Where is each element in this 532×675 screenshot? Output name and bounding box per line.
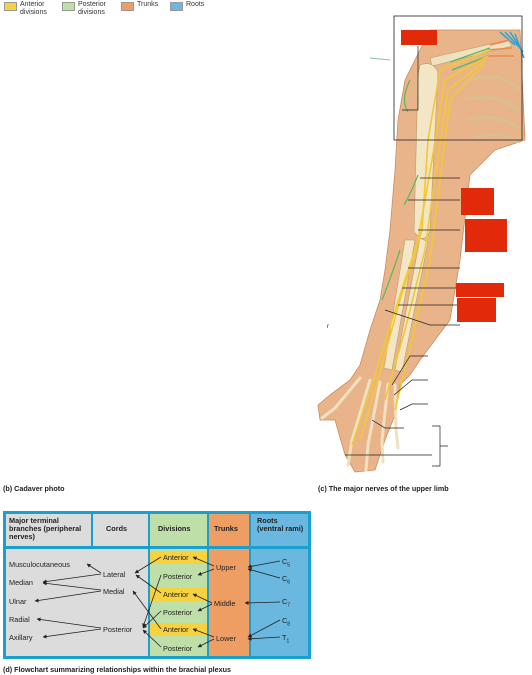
header-cell-divisions	[150, 514, 207, 546]
inset-pointer-line	[369, 57, 391, 61]
cord-medial: Medial	[103, 587, 125, 596]
arrow-anterior1-lateral	[134, 556, 162, 574]
division-anterior-bg-2	[150, 588, 207, 601]
legend-item-roots: Roots	[170, 1, 210, 19]
legend-item-trunks: Trunks	[121, 1, 161, 19]
legend-swatch-anterior	[4, 2, 17, 11]
legend-label-anterior: Anterior divisions	[20, 1, 47, 16]
flowchart-arrows	[34, 556, 281, 648]
caption-d: (d) Flowchart summarizing relationships …	[3, 665, 232, 674]
caption-c: (c) The major nerves of the upper limb	[318, 484, 449, 493]
arrow-posterior-axillary	[42, 628, 102, 639]
legend-swatch-trunks	[121, 2, 134, 11]
header-roots-label: Roots (ventral rami)	[257, 516, 304, 533]
arrow-lower-posterior	[197, 638, 215, 648]
hidden-label-box-2	[461, 188, 494, 215]
arrow-medial-median	[42, 581, 102, 591]
arrow-c5-upper	[247, 560, 281, 569]
arrow-upper-anterior	[192, 556, 215, 567]
header-divisions-label: Divisions	[158, 524, 191, 533]
arrow-c6-upper	[247, 568, 281, 579]
header-cell-trunks	[209, 514, 249, 546]
trunk-lower: Lower	[216, 634, 236, 643]
plexus-inset-frame	[393, 15, 523, 141]
trunk-upper: Upper	[216, 563, 236, 572]
arrow-lower-anterior	[192, 628, 215, 638]
division-anterior-bg-3	[150, 623, 207, 636]
arrow-anterior2-lateral	[135, 574, 162, 594]
arrow-posterior-radial	[36, 617, 102, 629]
header-cell-cords	[93, 514, 148, 546]
clavicle-bone	[429, 39, 513, 67]
root-c6: C6	[282, 574, 291, 586]
arm-letter-label: r	[327, 324, 329, 330]
root-t1: T1	[282, 633, 290, 645]
terminal-branch-median: Median	[9, 578, 33, 587]
division-anterior-2: Anterior	[163, 590, 189, 599]
leader-lines	[345, 46, 460, 467]
arrow-posterior3-posterior	[142, 629, 162, 648]
header-cell-roots	[251, 514, 308, 546]
upper-limb-illustration	[317, 15, 526, 473]
root-c8: C8	[282, 616, 291, 628]
hidden-label-box-1	[401, 30, 437, 45]
body-trunks	[209, 549, 249, 656]
legend-label-posterior: Posterior divisions	[78, 1, 107, 16]
arrow-posterior1-posterior	[142, 574, 162, 628]
division-posterior-1: Posterior	[163, 572, 193, 581]
header-cords-label: Cords	[106, 524, 128, 533]
division-anterior-3: Anterior	[163, 625, 189, 634]
cord-lateral: Lateral	[103, 570, 126, 579]
arrow-medial-ulnar	[34, 590, 102, 603]
division-posterior-3: Posterior	[163, 644, 193, 653]
legend-label-roots: Roots	[186, 1, 205, 8]
plexus-trunks	[486, 39, 514, 57]
arrow-c7-middle	[244, 600, 281, 605]
arrow-middle-anterior	[192, 593, 213, 604]
plexus-divisions	[449, 47, 491, 71]
cord-posterior: Posterior	[103, 625, 133, 634]
terminal-branch-ulnar: Ulnar	[9, 597, 27, 606]
terminal-branch-radial: Radial	[9, 615, 30, 624]
scapula-ribs	[464, 75, 522, 144]
brachial-plexus-flowchart: Major terminal branches (peripheral nerv…	[3, 511, 311, 659]
terminal-branch-musculocutaneous: Musculocutaneous	[9, 560, 70, 569]
division-posterior-2: Posterior	[163, 608, 193, 617]
arrow-anterior3-medial	[132, 590, 162, 630]
header-cell-terminal	[6, 514, 91, 546]
division-anterior-1: Anterior	[163, 553, 189, 562]
trunk-middle: Middle	[214, 599, 236, 608]
hidden-label-box-5	[457, 298, 496, 322]
legend-swatch-roots	[170, 2, 183, 11]
plexus-roots	[499, 31, 525, 59]
legend-label-trunks: Trunks	[137, 1, 159, 8]
legend-item-anterior: Anterior divisions	[4, 1, 54, 19]
arrow-lateral-median	[42, 573, 102, 584]
caption-b: (b) Cadaver photo	[3, 484, 65, 493]
arrow-c8-lower	[247, 619, 281, 638]
legend-swatch-posterior	[62, 2, 75, 11]
body-divisions	[150, 549, 207, 656]
arrow-upper-posterior	[197, 568, 215, 576]
root-c7: C7	[282, 597, 291, 609]
division-anterior-bg-1	[150, 551, 207, 564]
hidden-label-box-3	[465, 219, 507, 252]
arrow-lateral-musculocutaneous	[86, 563, 102, 574]
terminal-branch-axillary: Axillary	[9, 633, 33, 642]
arrow-t1-lower	[247, 636, 281, 641]
legend-item-posterior: Posterior divisions	[62, 1, 117, 19]
header-terminal-label: Major terminal branches (peripheral nerv…	[9, 516, 82, 541]
arrow-middle-posterior	[197, 603, 213, 612]
body-terminal-cords	[6, 549, 148, 656]
hidden-label-box-4	[456, 283, 504, 297]
arrow-posterior2-posterior	[142, 610, 162, 629]
root-c5: C5	[282, 557, 291, 569]
header-trunks-label: Trunks	[214, 524, 238, 533]
